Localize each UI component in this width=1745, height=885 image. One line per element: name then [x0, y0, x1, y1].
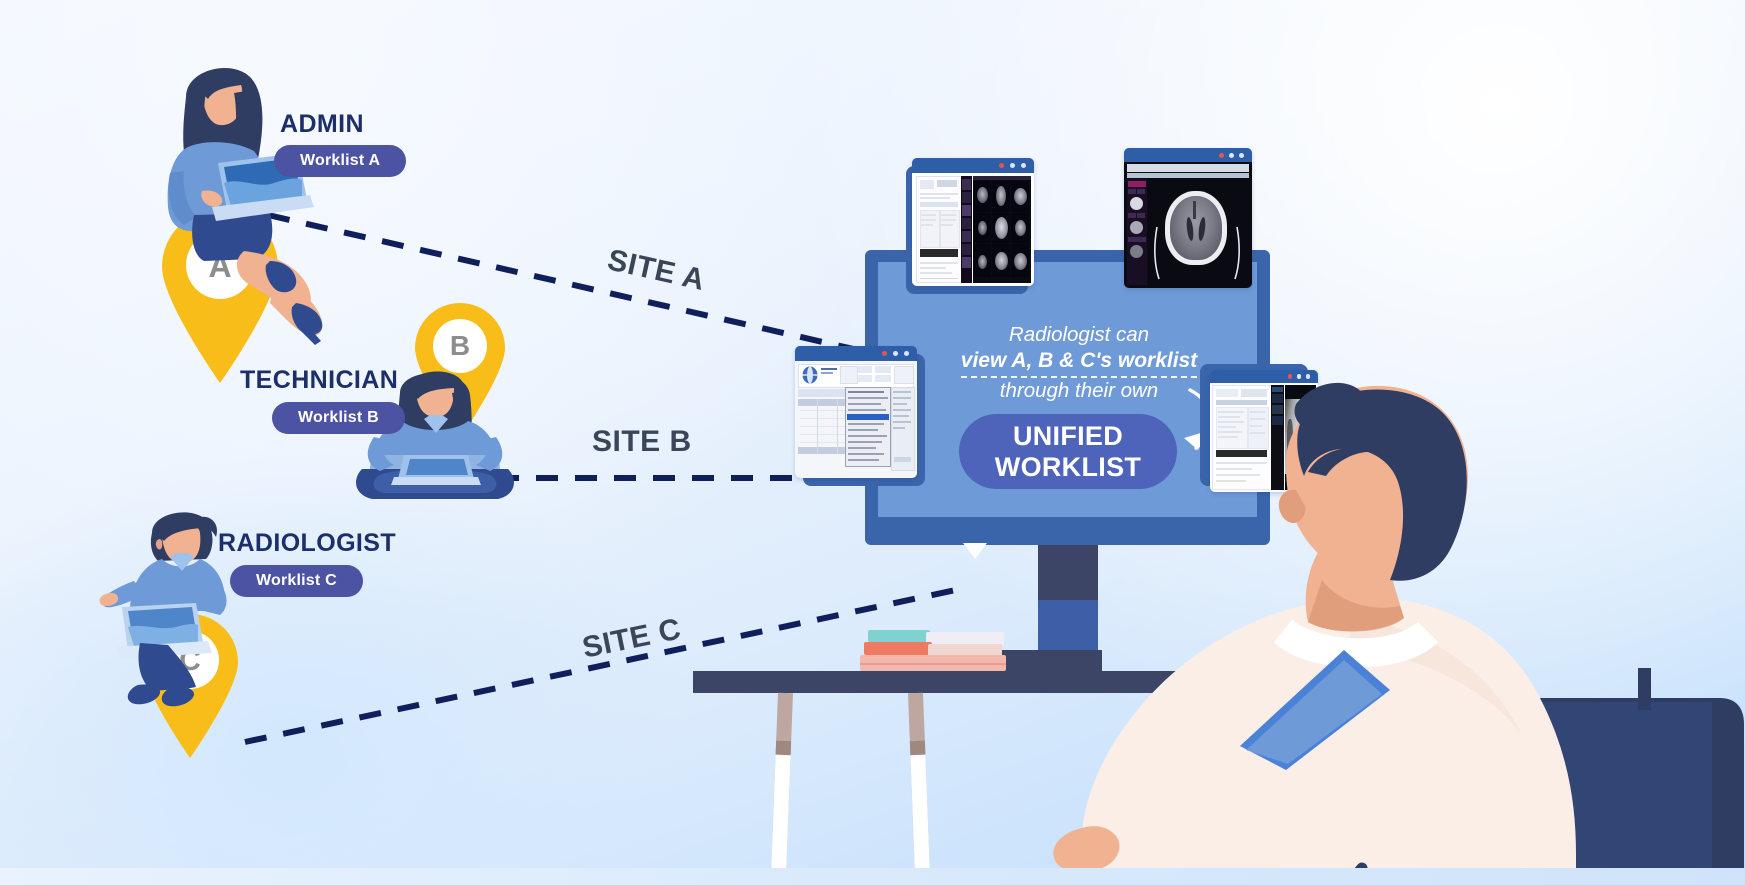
- role-block-technician: B TE: [240, 300, 550, 500]
- book-stack: [860, 630, 1012, 675]
- window-titlebar: [1210, 370, 1318, 383]
- window-titlebar: [795, 346, 917, 361]
- window-titlebar: [912, 158, 1034, 173]
- close-dot-icon[interactable]: [1287, 374, 1292, 379]
- drawing-tablet: [1240, 650, 1390, 770]
- monitor-notch: [963, 543, 987, 559]
- role-pill-radiologist[interactable]: Worklist C: [230, 565, 363, 597]
- minimize-dot-icon[interactable]: [1229, 153, 1234, 158]
- window-content: [912, 173, 1034, 286]
- window-content: [1124, 162, 1252, 288]
- monitor-neck-upper: [1038, 545, 1098, 600]
- unified-worklist-line2: WORKLIST: [994, 451, 1142, 482]
- center-copy: Radiologist can view A, B & C's worklist…: [940, 322, 1218, 404]
- role-pill-technician[interactable]: Worklist B: [272, 402, 405, 434]
- dropdown-list[interactable]: [845, 387, 891, 467]
- maximize-dot-icon[interactable]: [1305, 374, 1310, 379]
- role-block-radiologist: C: [99, 495, 420, 758]
- location-pin-b: [415, 303, 505, 438]
- center-copy-line3: through their own: [999, 379, 1159, 402]
- role-pill-admin[interactable]: Worklist A: [274, 145, 407, 177]
- minimize-dot-icon[interactable]: [893, 351, 898, 356]
- role-title-technician: TECHNICIAN: [240, 366, 399, 394]
- character-technician: [356, 371, 514, 499]
- role-title-admin: ADMIN: [280, 110, 364, 138]
- dropdown-selected-item[interactable]: [847, 414, 889, 420]
- close-dot-icon[interactable]: [1219, 153, 1224, 158]
- minimize-dot-icon[interactable]: [1296, 374, 1301, 379]
- window-worklist[interactable]: [795, 346, 925, 486]
- book-coral: [864, 642, 932, 655]
- app-logo-icon: [802, 366, 818, 384]
- background-glow: [0, 445, 700, 885]
- book-white: [926, 632, 1004, 646]
- site-label-b: SITE B: [592, 425, 692, 458]
- window-content: [795, 361, 917, 478]
- doctor-figure: [1053, 382, 1744, 885]
- close-dot-icon[interactable]: [999, 163, 1004, 168]
- unified-worklist-line1: UNIFIED: [1012, 420, 1124, 451]
- window-titlebar: [1124, 148, 1252, 162]
- book-pink: [928, 644, 1002, 656]
- window-mri-grid[interactable]: [906, 158, 1034, 294]
- book-edge: [860, 663, 1006, 665]
- maximize-dot-icon[interactable]: [904, 351, 909, 356]
- foreground-floor: [0, 868, 1745, 885]
- pin-letter-b: B: [449, 330, 471, 361]
- character-radiologist: [99, 512, 227, 707]
- minimize-dot-icon[interactable]: [1010, 163, 1015, 168]
- book-teal: [868, 630, 930, 642]
- center-copy-line2: view A, B & C's worklist: [960, 348, 1198, 378]
- monitor-neck-lower: [1038, 600, 1098, 650]
- close-dot-icon[interactable]: [882, 351, 887, 356]
- maximize-dot-icon[interactable]: [1239, 153, 1244, 158]
- center-copy-line1: Radiologist can: [1008, 323, 1150, 346]
- maximize-dot-icon[interactable]: [1021, 163, 1026, 168]
- dashed-line-site-c: [244, 585, 966, 745]
- unified-worklist-button[interactable]: UNIFIED WORKLIST: [959, 414, 1177, 489]
- window-ct-head[interactable]: [1124, 148, 1252, 288]
- role-block-admin: A: [150, 55, 470, 383]
- role-title-radiologist: RADIOLOGIST: [218, 529, 397, 557]
